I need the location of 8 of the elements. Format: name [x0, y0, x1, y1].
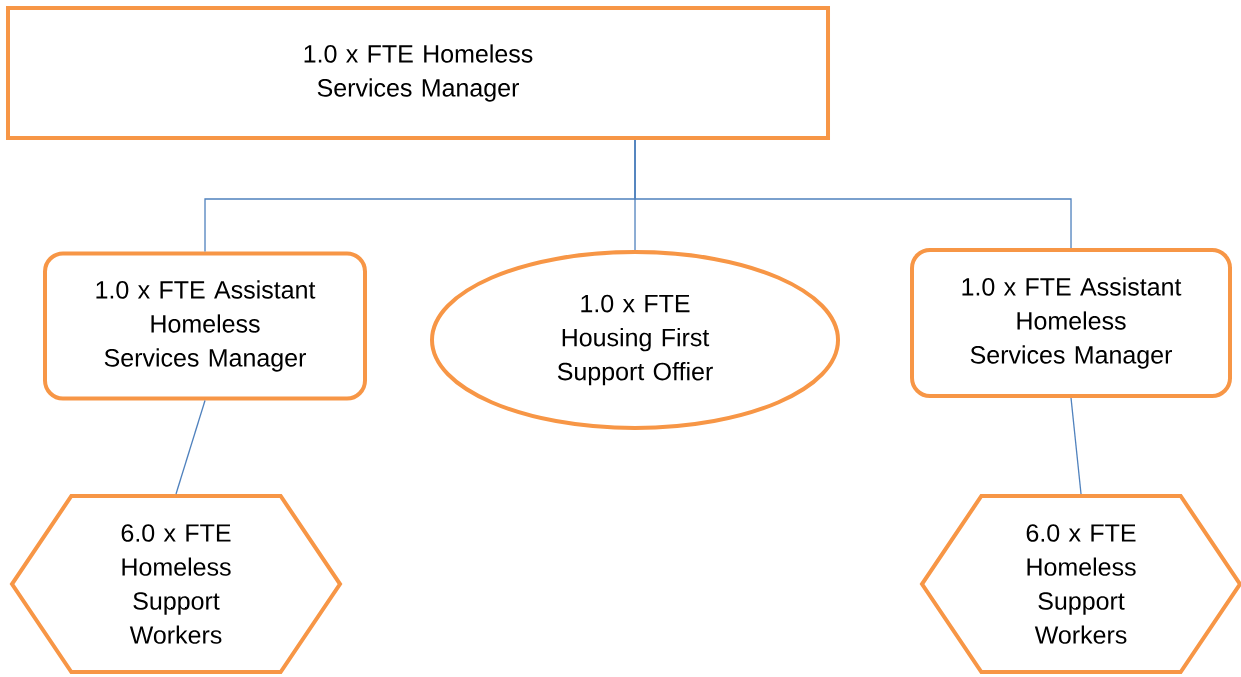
connector-line	[175, 399, 206, 495]
rounded-box: 1.0 x FTE Assistant Homeless Services Manager	[43, 251, 367, 401]
manager-box: 1.0 x FTE Homeless Services Manager	[6, 6, 830, 140]
worker-hexagon: 6.0 x FTE Homeless Support Workers	[9, 494, 343, 674]
rounded-box: 1.0 x FTE Assistant Homeless Services Manager	[910, 248, 1232, 398]
connector-line	[634, 139, 1072, 249]
connector-line	[1070, 397, 1082, 495]
worker-hexagon: 6.0 x FTE Homeless Support Workers	[919, 494, 1241, 674]
